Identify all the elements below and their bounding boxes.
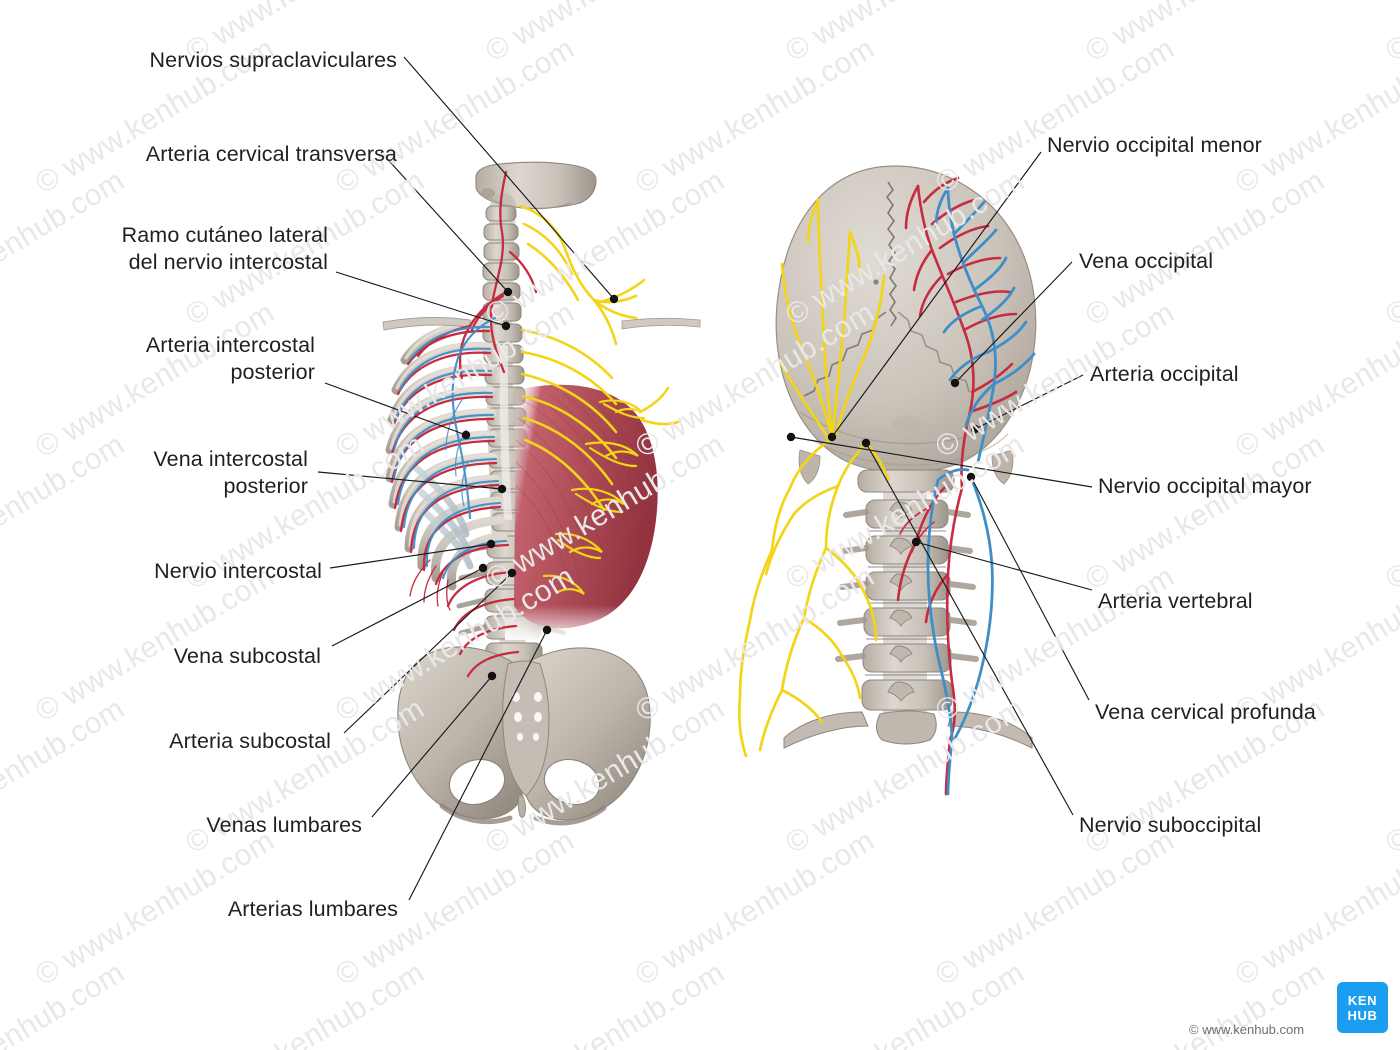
ribcage-highlight [389,321,498,548]
label-arteria-occipital: Arteria occipital [1090,362,1239,386]
copyright-text: © www.kenhub.com [1189,1022,1305,1037]
leader-arteria-vertebral [915,541,1093,591]
leader-arteria-intercostal-posterior [324,382,467,436]
leader-vena-cervical-profunda [970,476,1090,701]
leader-arteria-subcostal [343,572,513,734]
label-vena-cervical-profunda: Vena cervical profunda [1095,700,1316,724]
left-figure-spine-ribcage [382,161,701,826]
label-ramo-cutaneo-lateral: Ramo cutáneo lateral del nervio intercos… [121,223,328,274]
label-venas-lumbares: Venas lumbares [206,813,362,837]
pelvis [397,646,651,826]
leader-venas-lumbares [371,675,493,818]
costal-cartilage [412,464,474,570]
veins-left-figure [392,316,508,580]
leader-arteria-cervical-transversa [380,151,509,293]
label-arteria-vertebral: Arteria vertebral [1098,589,1253,613]
label-arteria-cervical-transversa: Arteria cervical transversa [145,142,397,166]
label-vena-intercostal-posterior: Vena intercostal posterior [153,447,308,498]
veins-right-figure [926,186,1036,796]
leader-vena-occipital [954,261,1073,384]
label-arteria-intercostal-posterior: Arteria intercostal posterior [145,333,315,384]
label-nervio-suboccipital: Nervio suboccipital [1079,813,1262,837]
label-arterias-lumbares: Arterias lumbares [227,897,398,921]
kenhub-logo[interactable]: KEN HUB [1337,982,1388,1033]
right-figure-skull-cervical [737,165,1037,796]
label-vena-occipital: Vena occipital [1079,249,1214,273]
label-arteria-subcostal: Arteria subcostal [169,729,331,753]
leader-nervios-supraclaviculares [403,56,615,300]
logo-line-2: HUB [1347,1007,1378,1023]
arteries-left-figure [390,170,538,678]
label-nervio-occipital-menor: Nervio occipital menor [1047,133,1262,157]
leader-vena-subcostal [331,567,484,647]
leader-ramo-cutaneo-lateral [335,271,507,327]
nerves-left-figure [518,204,680,595]
leader-nervio-intercostal [329,543,492,569]
label-vena-subcostal: Vena subcostal [173,644,321,668]
leader-nervio-suboccipital [865,442,1074,816]
nerves-right-figure [737,198,890,758]
cranium [775,165,1037,485]
arteries-right-figure [896,176,1018,796]
leader-vena-intercostal-posterior [317,471,503,490]
leader-arterias-lumbares [408,629,548,901]
label-nervio-occipital-mayor: Nervio occipital mayor [1098,474,1312,498]
shoulder-girdle [382,317,701,331]
label-nervios-supraclaviculares: Nervios supraclaviculares [149,48,397,72]
logo-line-1: KEN [1347,992,1378,1008]
label-nervio-intercostal: Nervio intercostal [154,559,322,583]
leader-lines [317,56,1093,901]
cervical-spine [783,469,1033,749]
erector-spinae-muscle [505,384,670,640]
leader-nervio-occipital-mayor [790,436,1093,488]
leader-nervio-occipital-menor [831,151,1042,438]
leader-arteria-occipital [974,374,1084,430]
